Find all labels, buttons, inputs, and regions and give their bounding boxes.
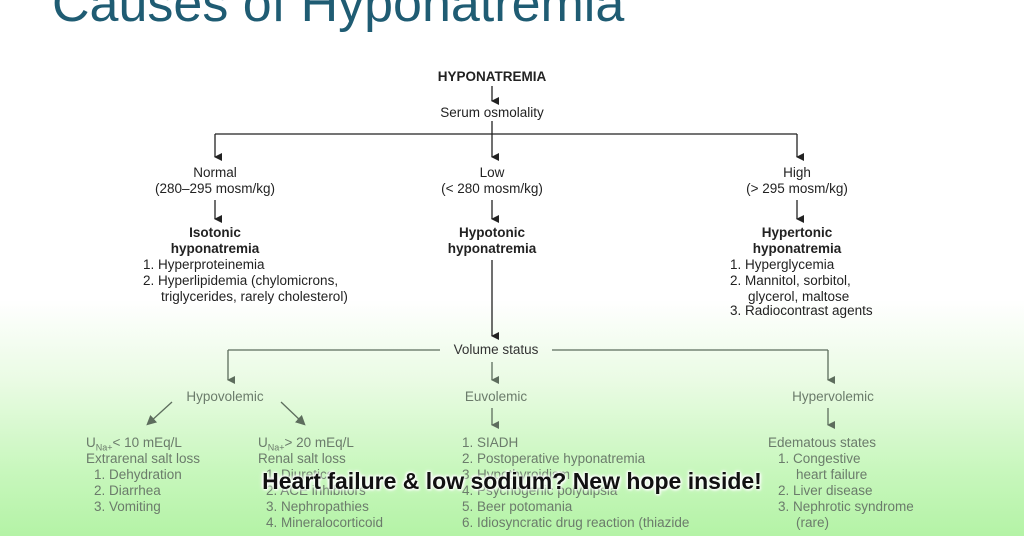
hypertonic-title: Hypertonic: [761, 225, 833, 240]
hypotonic-title-2: hyponatremia: [447, 241, 537, 256]
isotonic-cause: triglycerides, rarely cholesterol): [161, 289, 348, 304]
euvolemic-item: 3. Hypothyroidism: [462, 467, 571, 482]
normal-range: (280–295 mosm/kg): [154, 181, 276, 196]
extrarenal-item: 1. Dehydration: [94, 467, 182, 482]
root-node: HYPONATREMIA: [437, 69, 547, 84]
hypertonic-title-2: hyponatremia: [752, 241, 842, 256]
normal-label: Normal: [193, 165, 237, 180]
renal-item: 1. Diuretics: [266, 467, 334, 482]
euvolemic-item: 5. Beer potomania: [462, 499, 573, 514]
isotonic-cause: 2. Hyperlipidemia (chylomicrons,: [143, 273, 339, 288]
euvolemic-item: 4. Psychogenic polydipsia: [462, 483, 618, 498]
isotonic-cause: 1. Hyperproteinemia: [143, 257, 265, 272]
hypertonic-cause: 2. Mannitol, sorbitol,: [730, 273, 851, 288]
hypervolemic-label: Hypervolemic: [792, 389, 874, 404]
euvolemic-item: 6. Idiosyncratic drug reaction (thiazide: [462, 515, 690, 530]
promo-banner-text: Heart failure & low sodium? New hope ins…: [262, 468, 762, 494]
edematous-title: Edematous states: [768, 435, 877, 450]
extrarenal-item: 2. Diarrhea: [94, 483, 161, 498]
hypovolemic-label: Hypovolemic: [186, 389, 264, 404]
hypervolemic-item: 2. Liver disease: [778, 483, 873, 498]
hypotonic-title: Hypotonic: [459, 225, 525, 240]
renal-item: 4. Mineralocorticoid: [266, 515, 384, 530]
volume-status-node: Volume status: [453, 342, 539, 357]
hypertonic-cause: 3. Radiocontrast agents: [730, 303, 873, 318]
euvolemic-label: Euvolemic: [464, 389, 528, 404]
high-range: (> 295 mosm/kg): [746, 181, 848, 196]
renal-item: 3. Nephropathies: [266, 499, 369, 514]
hypervolemic-item: 1. Congestive: [778, 451, 861, 466]
euvolemic-item: 1. SIADH: [462, 435, 519, 450]
euvolemic-item: 2. Postoperative hyponatremia: [462, 451, 646, 466]
hypervolemic-item: heart failure: [796, 467, 868, 482]
hypervolemic-item: 3. Nephrotic syndrome: [778, 499, 914, 514]
extrarenal-item: 3. Vomiting: [94, 499, 161, 514]
low-range: (< 280 mosm/kg): [441, 181, 543, 196]
high-label: High: [783, 165, 811, 180]
serum-osmolality-node: Serum osmolality: [440, 105, 544, 120]
hypertonic-cause: glycerol, maltose: [748, 289, 850, 304]
isotonic-title: Isotonic: [189, 225, 241, 240]
extrarenal-title: Extrarenal salt loss: [86, 451, 201, 466]
isotonic-title-2: hyponatremia: [170, 241, 260, 256]
slide-title: Causes of Hyponatremia: [52, 0, 625, 33]
una-high-criterion: UNa+> 20 mEq/L: [258, 435, 354, 453]
una-low-criterion: UNa+< 10 mEq/L: [86, 435, 182, 453]
renal-item: 2. ACE inhibitors: [266, 483, 366, 498]
hypertonic-cause: 1. Hyperglycemia: [730, 257, 835, 272]
renal-title: Renal salt loss: [258, 451, 346, 466]
low-label: Low: [479, 165, 505, 180]
hypervolemic-item: (rare): [796, 515, 829, 530]
